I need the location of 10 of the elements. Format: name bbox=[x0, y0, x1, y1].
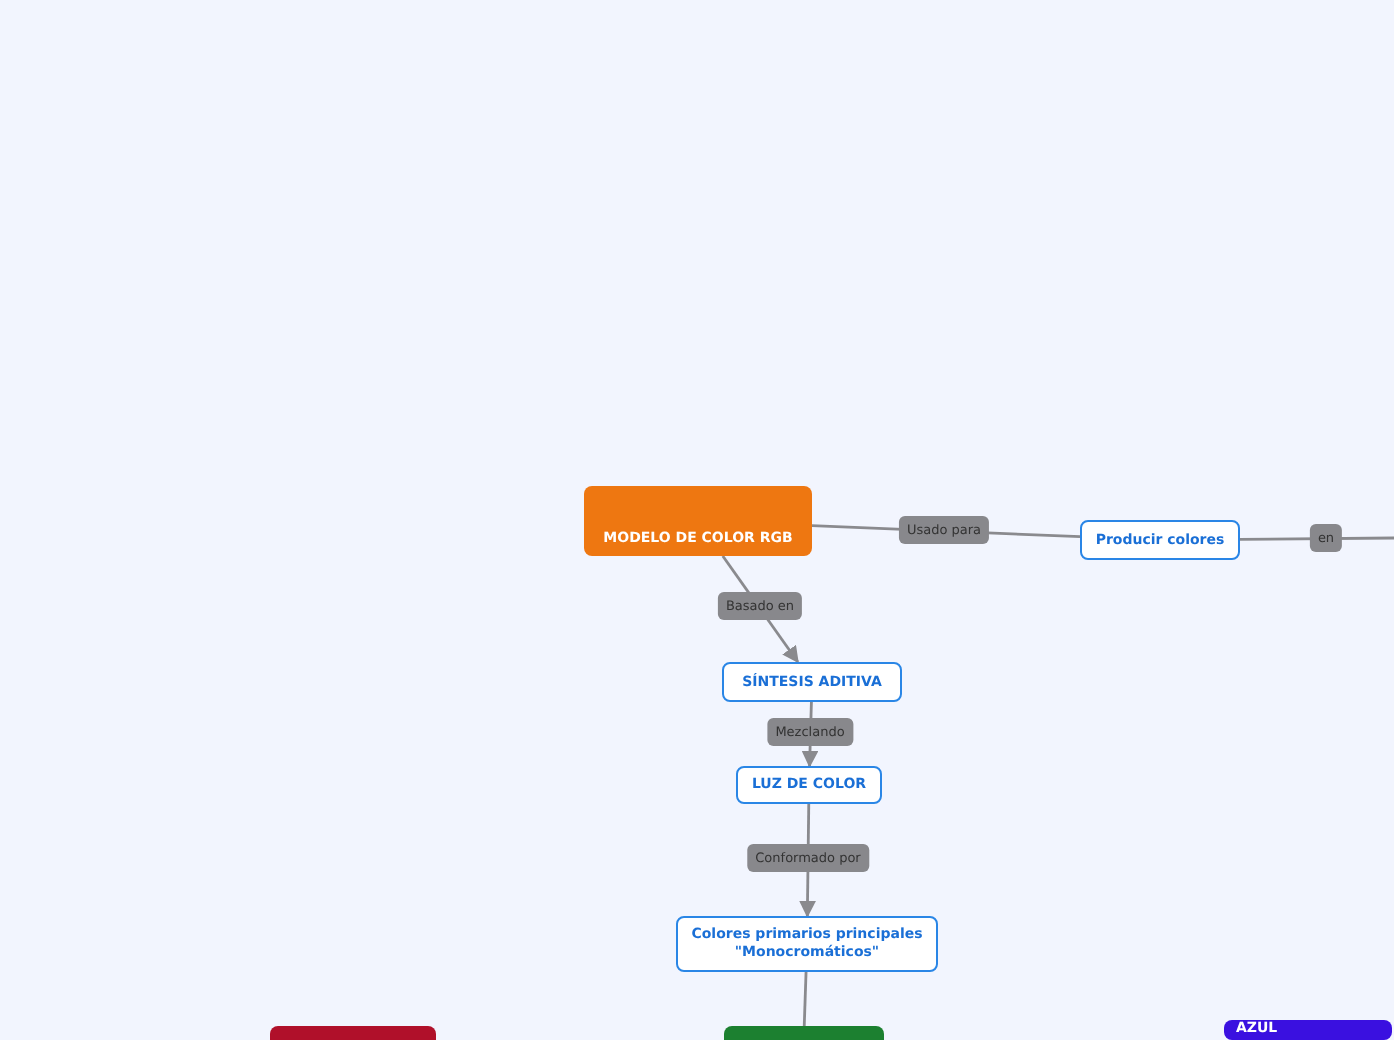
concept-box bbox=[736, 766, 882, 804]
color-box bbox=[270, 1026, 436, 1040]
concept-box bbox=[722, 662, 902, 702]
color-box bbox=[724, 1026, 884, 1040]
concept-box bbox=[676, 916, 938, 972]
color-box bbox=[1224, 1020, 1392, 1040]
connector bbox=[802, 971, 808, 1027]
connector bbox=[1240, 536, 1394, 541]
concept-box bbox=[1080, 520, 1240, 560]
topic-box bbox=[584, 486, 812, 556]
